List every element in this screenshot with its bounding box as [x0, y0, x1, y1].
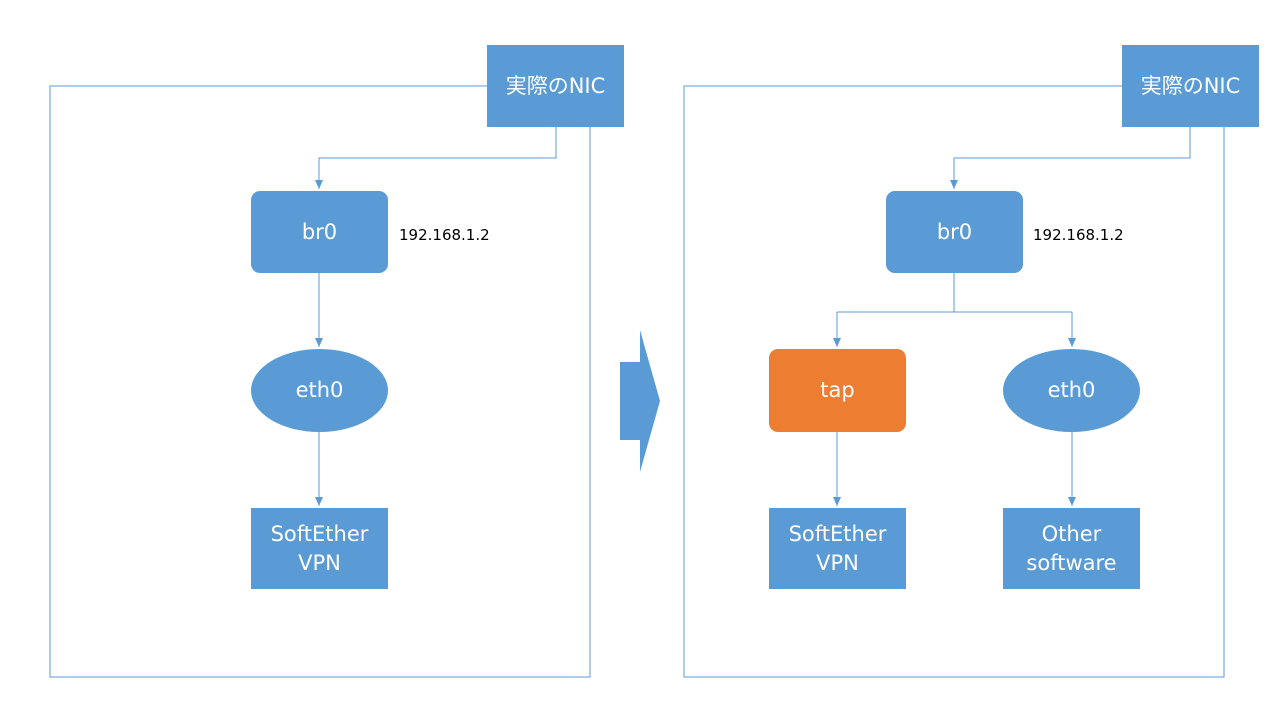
- right-bridge-node: br0: [886, 191, 1023, 273]
- left-physical-nic-label: 実際のNIC: [505, 73, 606, 98]
- right-other-software-node: Other software: [1003, 508, 1140, 589]
- right-softether-vpn-label: SoftEther VPN: [788, 521, 887, 575]
- right-tap-node: tap: [769, 349, 906, 432]
- right-bridge-ip-address: 192.168.1.2: [1033, 226, 1124, 244]
- left-softether-vpn-node: SoftEther VPN: [251, 508, 388, 589]
- right-physical-nic: 実際のNIC: [1122, 45, 1259, 127]
- left-bridge-label: br0: [301, 219, 338, 244]
- right-softether-vpn-node: SoftEther VPN: [769, 508, 906, 589]
- right-eth-label: eth0: [1047, 378, 1096, 402]
- left-system-frame: [49, 85, 591, 678]
- left-softether-vpn-label: SoftEther VPN: [270, 521, 369, 575]
- left-eth-label: eth0: [295, 378, 344, 402]
- right-eth-node: eth0: [1003, 349, 1140, 432]
- right-nic-to-bridge-connector: [950, 127, 1191, 189]
- left-bridge-ip-address: 192.168.1.2: [399, 226, 490, 244]
- right-other-software-label: Other software: [1026, 521, 1117, 575]
- right-bridge-label: br0: [936, 219, 973, 244]
- right-bridge-split-connector: [837, 273, 1072, 313]
- right-tap-label: tap: [820, 378, 855, 402]
- right-system-frame: [683, 85, 1225, 678]
- left-nic-to-bridge-connector: [315, 127, 557, 189]
- left-eth-node: eth0: [251, 349, 388, 432]
- right-arrow-icon: [620, 330, 660, 472]
- left-physical-nic: 実際のNIC: [487, 45, 624, 127]
- left-bridge-node: br0: [251, 191, 388, 273]
- right-physical-nic-label: 実際のNIC: [1140, 73, 1241, 98]
